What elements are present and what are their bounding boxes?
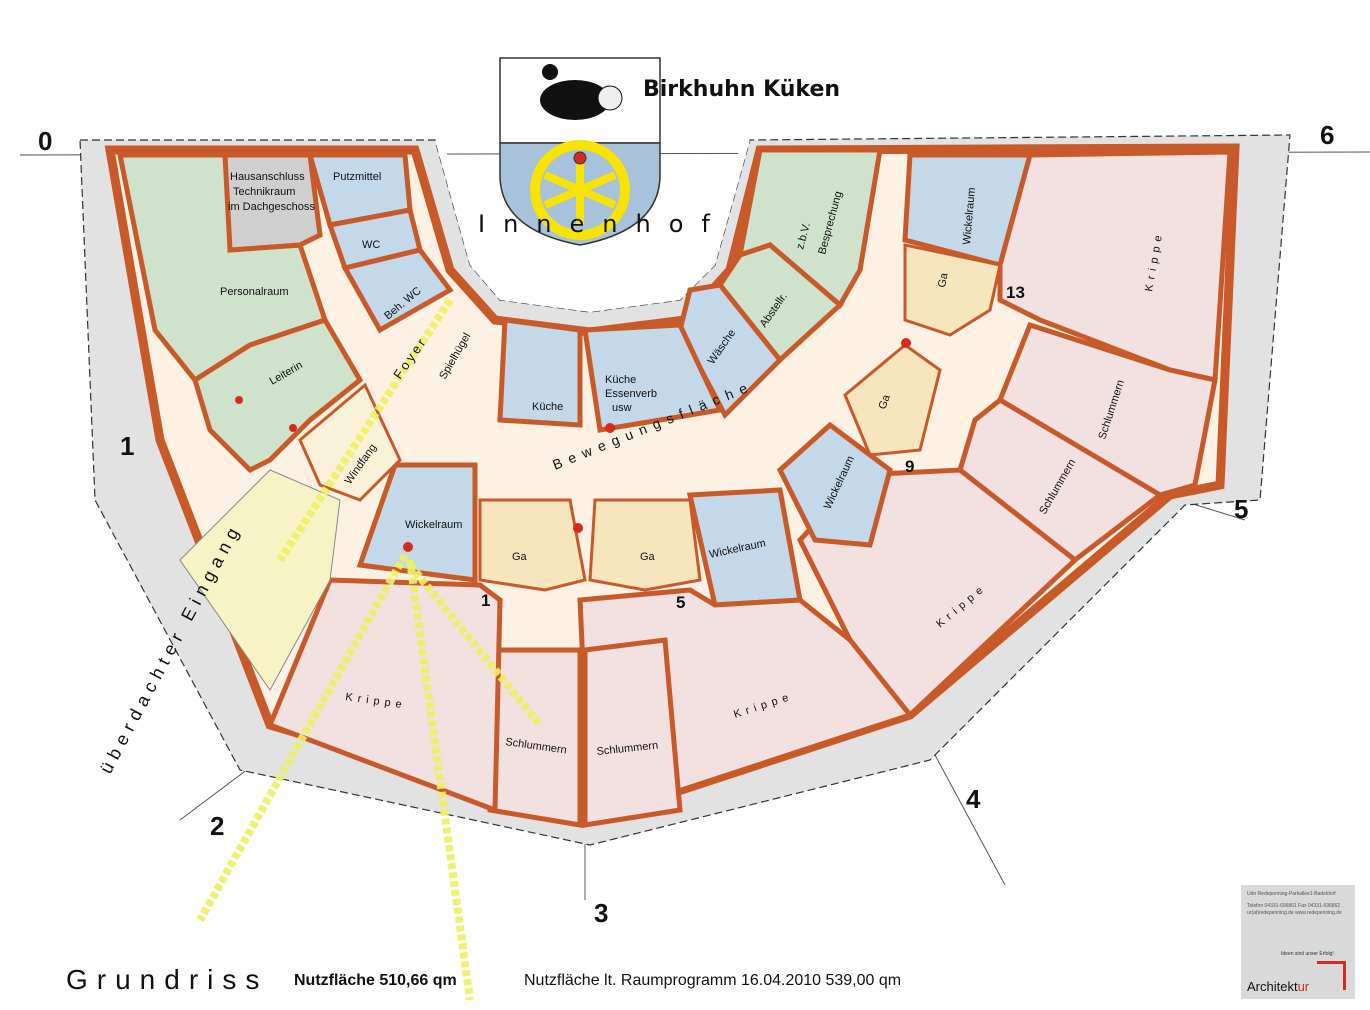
- label-ga-s1: Ga: [512, 551, 528, 563]
- footer-title: Grundriss: [66, 964, 269, 995]
- section-3: 3: [594, 898, 608, 928]
- architect-slogan: Ideen sind unser Erfolg!: [1281, 951, 1334, 957]
- label-personalraum: Personalraum: [220, 286, 288, 298]
- label-wickelraum-ne: Wickelraum: [961, 187, 978, 245]
- logo-shield: [499, 57, 661, 246]
- light-beams: [196, 297, 544, 1001]
- door-1: 1: [481, 591, 490, 610]
- footer-raumprogramm: Nutzfläche lt. Raumprogramm 16.04.2010 5…: [524, 972, 902, 989]
- room-ga-ne: [903, 243, 1002, 337]
- footer: Grundriss Nutzfläche 510,66 qm Nutzfläch…: [0, 958, 1230, 998]
- section-markers: 0 1 2 3 4 5 6: [38, 120, 1334, 928]
- room-ga-s1: [478, 498, 587, 592]
- markers: [235, 338, 911, 552]
- grouse-icon: [540, 80, 610, 120]
- architect-line-1: Udo Redepenning-Parkallee1-Badeldorf: [1247, 891, 1336, 897]
- label-kueche-essen-2: Essenverb: [605, 388, 657, 400]
- footer-nutzflaeche: Nutzfläche 510,66 qm: [294, 972, 457, 989]
- room-ga-s2: [588, 498, 702, 592]
- label-hausanschluss-1: Hausanschluss: [230, 171, 305, 183]
- section-5: 5: [1234, 494, 1248, 524]
- door-markers: 1 5 9 13: [481, 283, 1025, 612]
- room-beh-wc: [341, 247, 454, 334]
- label-ga-ne: Ga: [936, 271, 951, 288]
- label-innenhof: Innenhof: [478, 210, 728, 238]
- room-abstellr: [716, 242, 844, 364]
- room-leiterin: [192, 316, 364, 474]
- label-ga-s2: Ga: [640, 551, 656, 563]
- label-hausanschluss-2: Technikraum: [233, 186, 295, 198]
- label-putzmittel: Putzmittel: [333, 171, 381, 183]
- door-5: 5: [676, 593, 685, 612]
- room-schlummern-s2: [582, 637, 683, 828]
- label-wickelraum-sw: Wickelraum: [405, 519, 462, 531]
- section-4: 4: [966, 784, 981, 814]
- label-hausanschluss-3: im Dachgeschoss: [228, 201, 315, 213]
- section-0: 0: [38, 126, 52, 156]
- label-kueche-essen-3: usw: [612, 402, 632, 414]
- architect-logo: Udo Redepenning-Parkallee1-Badeldorf Tel…: [1241, 885, 1355, 999]
- section-2: 2: [210, 811, 224, 841]
- section-1: 1: [120, 431, 134, 461]
- room-technik: [222, 152, 323, 253]
- door-9: 9: [905, 457, 914, 476]
- label-ga-e: Ga: [877, 392, 894, 411]
- architect-brand: Architektur: [1247, 979, 1310, 994]
- innenhof-area: [435, 140, 750, 312]
- architect-line-3: ur(at)redepenning.de www.redepenning.de: [1247, 910, 1342, 916]
- logo-title: Birkhuhn Küken: [643, 77, 840, 102]
- room-schlummern-e2: [957, 396, 1165, 564]
- room-kueche: [497, 317, 583, 428]
- label-wc: WC: [362, 239, 380, 251]
- label-kueche-essen-1: Küche: [605, 374, 636, 386]
- label-kueche: Küche: [532, 401, 563, 413]
- door-13: 13: [1006, 283, 1025, 302]
- architect-square-icon: [1317, 961, 1346, 990]
- room-ga-e: [843, 343, 942, 457]
- room-wickelraum-sw: [356, 462, 478, 583]
- architect-line-2: Telefon 04331-696861 Fax 04331-696862: [1247, 903, 1341, 909]
- room-kueche-essen: [582, 322, 724, 433]
- room-krippe-sw: [266, 577, 503, 814]
- mill-wheel-icon: [530, 140, 630, 240]
- section-6: 6: [1320, 120, 1334, 150]
- room-wickelraum-e: [776, 421, 893, 548]
